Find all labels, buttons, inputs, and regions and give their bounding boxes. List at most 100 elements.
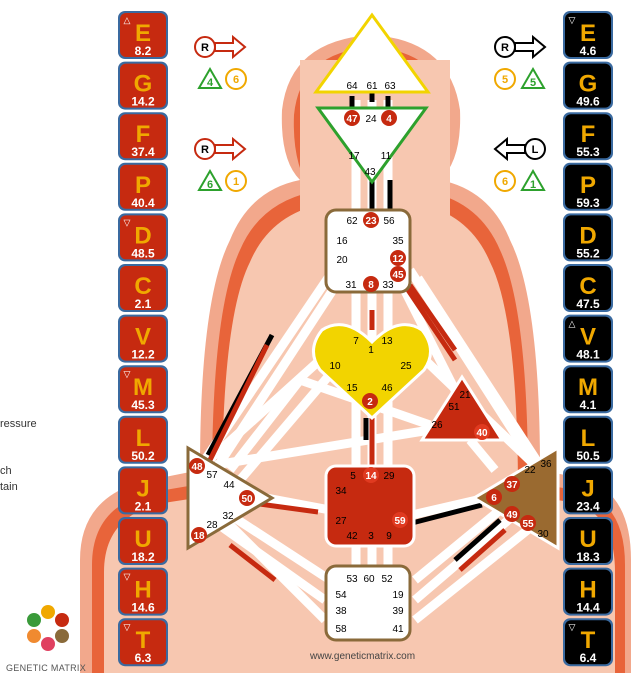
gate-52: 52 bbox=[381, 574, 393, 585]
gate-35: 35 bbox=[392, 236, 404, 247]
activation-tile bbox=[120, 316, 166, 361]
activation-tile bbox=[120, 569, 166, 614]
gate-39: 39 bbox=[392, 606, 404, 617]
variable-left-bottom: R bbox=[194, 136, 247, 162]
activation-tile bbox=[120, 164, 166, 209]
gate-3: 3 bbox=[368, 531, 374, 542]
exaltation-marker: ▽ bbox=[569, 15, 576, 25]
planet-letter: C bbox=[579, 273, 596, 300]
planet-letter: M bbox=[133, 374, 153, 401]
personality-activation-c: C47.5 bbox=[563, 264, 613, 312]
gate-activation-marker bbox=[381, 110, 397, 126]
gate-5: 5 bbox=[350, 471, 356, 482]
activation-tile bbox=[565, 266, 611, 310]
activation-tile bbox=[565, 519, 611, 563]
activation-tile bbox=[565, 13, 611, 57]
side-text-line: ch bbox=[0, 465, 12, 477]
design-activation-d: D48.5▽ bbox=[118, 213, 168, 262]
channel-heart-solar bbox=[466, 437, 499, 473]
gate-line-value: 4.1 bbox=[580, 398, 597, 412]
side-text-line: ressure bbox=[0, 418, 37, 430]
gate-40: 40 bbox=[476, 428, 488, 439]
gate-12: 12 bbox=[392, 254, 404, 265]
planet-letter: D bbox=[579, 222, 596, 249]
activation-tile bbox=[565, 164, 611, 209]
gate-activation-marker bbox=[362, 393, 378, 409]
gate-42: 42 bbox=[346, 531, 358, 542]
activation-tile bbox=[120, 63, 166, 108]
tone-value: 5 bbox=[530, 77, 536, 89]
personality-activation-u: U18.3 bbox=[563, 517, 613, 565]
activation-spleen-root bbox=[228, 543, 277, 582]
color-value: 1 bbox=[233, 176, 239, 188]
gate-48: 48 bbox=[191, 462, 203, 473]
variable-left-top: R bbox=[194, 34, 247, 60]
gate-activation-marker bbox=[486, 489, 502, 505]
design-activation-p: P40.4 bbox=[118, 162, 168, 211]
planet-letter: V bbox=[135, 324, 151, 351]
gate-38: 38 bbox=[335, 606, 347, 617]
activation-tile bbox=[565, 63, 611, 108]
gate-34: 34 bbox=[335, 486, 347, 497]
tone-triangle: 4 bbox=[197, 67, 223, 89]
activation-tile bbox=[565, 114, 611, 159]
gate-46: 46 bbox=[381, 383, 393, 394]
tone-value: 6 bbox=[207, 179, 213, 191]
gate-activation-marker bbox=[344, 110, 360, 126]
gate-43: 43 bbox=[364, 167, 376, 178]
planet-letter: T bbox=[136, 627, 151, 654]
personality-column: E4.6▽G49.6F55.3P59.3D55.2C47.5V48.1△M4.1… bbox=[563, 11, 613, 667]
tone-triangle: 6 bbox=[197, 169, 223, 191]
activation-tile bbox=[565, 417, 611, 462]
gate-line-value: 14.2 bbox=[131, 95, 155, 109]
website-url[interactable]: www.geneticmatrix.com bbox=[310, 651, 416, 662]
planet-letter: F bbox=[581, 121, 596, 148]
gate-activation-marker bbox=[363, 276, 379, 292]
activation-tile bbox=[565, 468, 611, 513]
exaltation-marker: △ bbox=[569, 319, 576, 329]
exaltation-marker: ▽ bbox=[124, 369, 131, 379]
planet-letter: J bbox=[136, 475, 149, 502]
gate-activation-marker bbox=[474, 424, 490, 440]
planet-letter: P bbox=[135, 172, 151, 199]
gate-49: 49 bbox=[506, 510, 518, 521]
logo-dot bbox=[41, 605, 55, 619]
gate-line-value: 18.3 bbox=[576, 550, 600, 564]
activation-tile bbox=[565, 620, 611, 665]
gate-14: 14 bbox=[365, 471, 377, 482]
gate-21: 21 bbox=[459, 390, 471, 401]
planet-letter: H bbox=[579, 577, 596, 604]
side-text-line: tain bbox=[0, 481, 18, 493]
logo-dot bbox=[55, 629, 69, 643]
planet-letter: L bbox=[136, 425, 151, 452]
gate-45: 45 bbox=[392, 270, 404, 281]
gate-line-value: 49.6 bbox=[576, 95, 600, 109]
design-column: E8.2△G14.2F37.4P40.4D48.5▽C2.1V12.2M45.3… bbox=[118, 11, 168, 667]
planet-letter: T bbox=[581, 627, 596, 654]
tone-value: 4 bbox=[207, 77, 214, 89]
gate-line-value: 14.4 bbox=[576, 601, 600, 615]
personality-activation-j: J23.4 bbox=[563, 466, 613, 515]
exaltation-marker: △ bbox=[124, 15, 131, 25]
gate-activation-marker bbox=[520, 515, 536, 531]
gate-line-value: 59.3 bbox=[576, 196, 600, 210]
design-activation-e: E8.2△ bbox=[118, 11, 168, 59]
gate-2: 2 bbox=[367, 397, 373, 408]
color-value: 6 bbox=[233, 74, 239, 86]
design-activation-g: G14.2 bbox=[118, 61, 168, 110]
gate-33: 33 bbox=[382, 280, 394, 291]
gate-activation-marker bbox=[390, 266, 406, 282]
gate-activation-marker bbox=[504, 506, 520, 522]
exaltation-marker: ▽ bbox=[124, 217, 131, 227]
gate-activation-marker bbox=[191, 527, 207, 543]
gate-29: 29 bbox=[383, 471, 395, 482]
personality-activation-h: H14.4 bbox=[563, 567, 613, 616]
gate-20: 20 bbox=[336, 255, 348, 266]
gate-22: 22 bbox=[524, 465, 536, 476]
gate-line-value: 47.5 bbox=[576, 297, 600, 311]
channel-solar-root bbox=[412, 516, 543, 624]
